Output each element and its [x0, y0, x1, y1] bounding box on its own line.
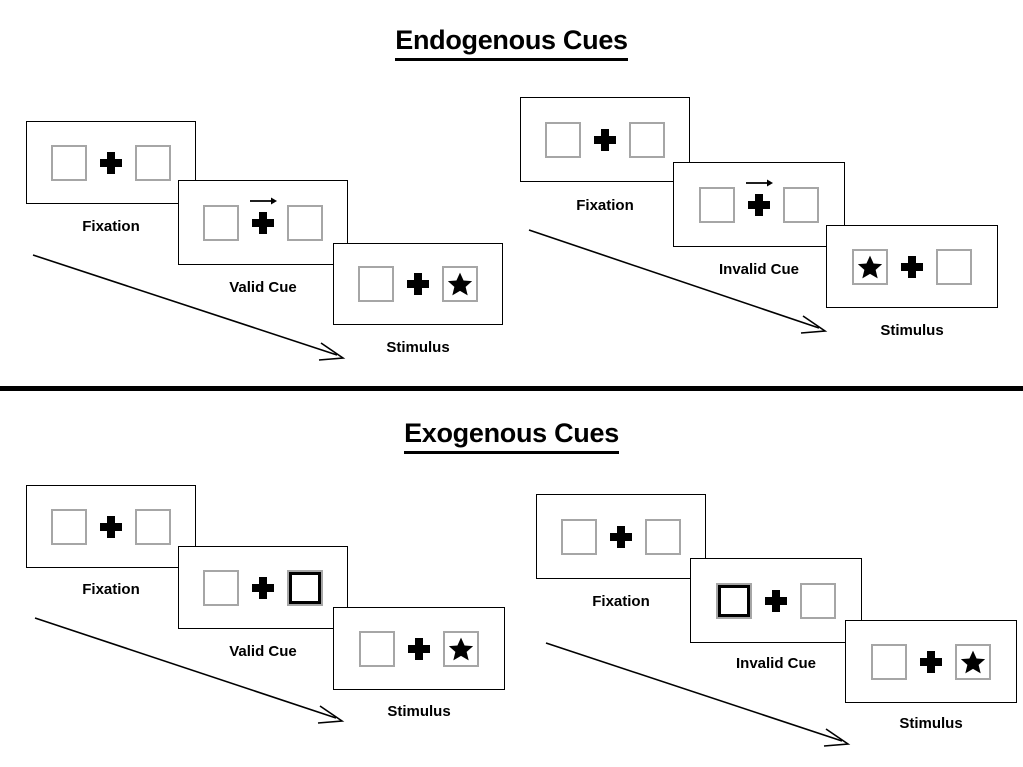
time-flow-arrow-icon [34, 617, 345, 724]
time-flow-arrow-icon [545, 642, 851, 747]
fixation-cross-icon [610, 525, 632, 548]
star-target-icon [447, 272, 473, 296]
step-label-exogenous-invalid-fixation: Fixation [592, 593, 650, 610]
step-label-endogenous-valid-cue: Valid Cue [229, 279, 297, 296]
fixation-cross-icon [100, 515, 122, 538]
center-cell [395, 637, 443, 660]
step-label-exogenous-invalid-stimulus: Stimulus [899, 715, 963, 732]
stimulus-box-right [936, 248, 972, 285]
arrow-cue-right-icon [746, 179, 773, 186]
stimulus-box-left-cued [716, 582, 752, 619]
stimulus-box-right [783, 186, 819, 223]
panel-endogenous-valid-cue [178, 180, 348, 265]
center-cell [87, 151, 135, 174]
panel-endogenous-valid-fixation [26, 121, 196, 204]
step-label-exogenous-valid-fixation: Fixation [82, 581, 140, 598]
star-target-icon [448, 637, 474, 660]
panel-content [51, 144, 171, 181]
stimulus-box-left [359, 630, 395, 667]
stimulus-box-right-cued [287, 569, 323, 606]
time-flow-arrow-icon [528, 229, 828, 334]
fixation-cross-icon [765, 589, 787, 612]
section-title-exogenous: Exogenous Cues [0, 418, 1023, 454]
stimulus-box-left [203, 204, 239, 241]
time-flow-arrow-icon [32, 254, 346, 361]
section-divider [0, 386, 1023, 391]
stimulus-box-left [545, 121, 581, 158]
panel-content [871, 643, 991, 680]
panel-endogenous-valid-stimulus [333, 243, 503, 325]
center-cell [239, 197, 287, 234]
panel-endogenous-invalid-cue [673, 162, 845, 247]
fixation-cross-icon [920, 650, 942, 673]
panel-content [359, 630, 479, 667]
panel-exogenous-valid-stimulus [333, 607, 505, 690]
fixation-cross-icon [100, 151, 122, 174]
fixation-cross-icon [748, 193, 770, 216]
stimulus-box-right [629, 121, 665, 158]
panel-exogenous-invalid-stimulus [845, 620, 1017, 703]
center-cell [735, 179, 783, 216]
panel-content [561, 518, 681, 555]
fixation-cross-icon [408, 637, 430, 660]
fixation-cross-icon [901, 255, 923, 278]
arrow-cue-right-icon [250, 197, 277, 204]
fixation-cross-icon [252, 211, 274, 234]
center-cell [907, 650, 955, 673]
panel-content [699, 179, 819, 223]
stimulus-box-right [287, 204, 323, 241]
step-label-exogenous-invalid-cue: Invalid Cue [735, 655, 817, 672]
stimulus-box-right [443, 630, 479, 667]
star-target-icon [857, 255, 883, 278]
step-label-endogenous-invalid-stimulus: Stimulus [880, 322, 944, 339]
section-title-endogenous-text: Endogenous Cues [395, 25, 628, 61]
stimulus-box-left [852, 248, 888, 285]
center-cell [597, 525, 645, 548]
panel-content [716, 582, 836, 619]
panel-content [203, 569, 323, 606]
center-cell [239, 576, 287, 599]
panel-endogenous-invalid-stimulus [826, 225, 998, 308]
step-label-exogenous-valid-stimulus: Stimulus [387, 703, 451, 720]
panel-exogenous-invalid-cue [690, 558, 862, 643]
stimulus-box-left [203, 569, 239, 606]
stimulus-box-left [358, 266, 394, 302]
panel-content [852, 248, 972, 285]
center-cell [394, 273, 442, 295]
center-cell [581, 128, 629, 151]
stimulus-box-left [699, 186, 735, 223]
panel-exogenous-valid-cue [178, 546, 348, 629]
step-label-endogenous-valid-fixation: Fixation [82, 218, 140, 235]
stimulus-box-left [871, 643, 907, 680]
center-cell [752, 589, 800, 612]
panel-content [51, 508, 171, 545]
stimulus-box-right [955, 643, 991, 680]
panel-content [203, 197, 323, 241]
section-title-endogenous: Endogenous Cues [0, 25, 1023, 61]
step-label-endogenous-invalid-fixation: Fixation [576, 197, 634, 214]
stimulus-box-right [135, 508, 171, 545]
panel-exogenous-invalid-fixation [536, 494, 706, 579]
stimulus-box-right [442, 266, 478, 302]
step-label-exogenous-valid-cue: Valid Cue [229, 643, 297, 660]
step-label-endogenous-valid-stimulus: Stimulus [386, 339, 450, 356]
fixation-cross-icon [252, 576, 274, 599]
panel-endogenous-invalid-fixation [520, 97, 690, 182]
star-target-icon [960, 650, 986, 673]
step-label-endogenous-invalid-cue: Invalid Cue [718, 261, 800, 278]
stimulus-box-right [800, 582, 836, 619]
panel-content [545, 121, 665, 158]
center-cell [87, 515, 135, 538]
section-title-exogenous-text: Exogenous Cues [404, 418, 619, 454]
panel-content [358, 266, 478, 302]
fixation-cross-icon [407, 273, 429, 295]
stimulus-box-left [51, 508, 87, 545]
stimulus-box-right [135, 144, 171, 181]
stimulus-box-left [561, 518, 597, 555]
panel-exogenous-valid-fixation [26, 485, 196, 568]
stimulus-box-right [645, 518, 681, 555]
center-cell [888, 255, 936, 278]
fixation-cross-icon [594, 128, 616, 151]
stimulus-box-left [51, 144, 87, 181]
